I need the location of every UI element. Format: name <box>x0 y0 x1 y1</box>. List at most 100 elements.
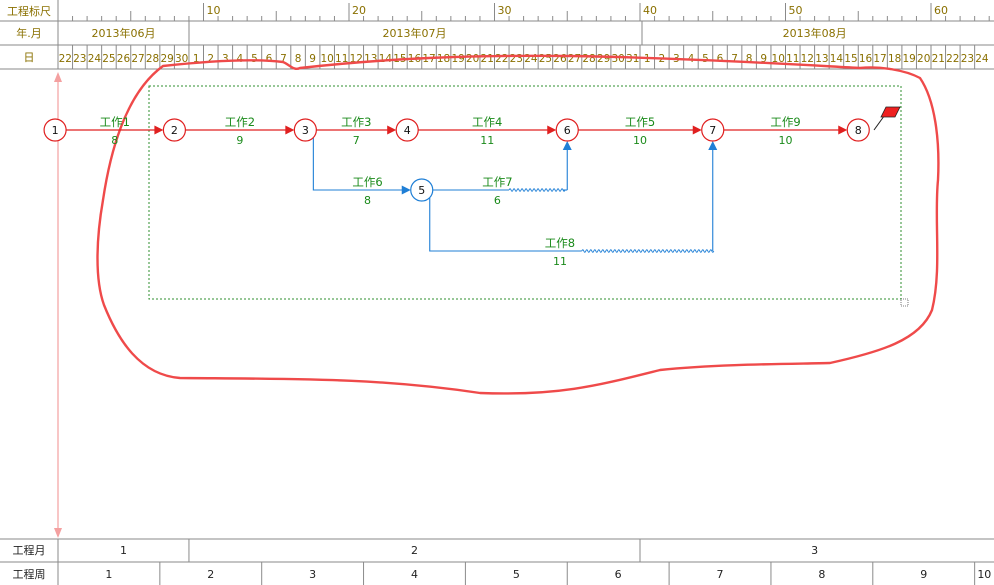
arrow-head <box>692 125 702 135</box>
day-label: 9 <box>309 53 316 65</box>
task-name: 工作9 <box>770 115 800 129</box>
event-node-number: 2 <box>171 124 178 137</box>
footer-week-value: 1 <box>105 568 112 581</box>
event-node <box>555 118 579 142</box>
day-label: 27 <box>131 53 144 65</box>
day-label: 20 <box>917 53 930 65</box>
activity-line <box>312 138 403 191</box>
free-float-wave <box>508 188 566 192</box>
event-node-number: 7 <box>709 124 716 137</box>
day-label: 13 <box>364 53 377 65</box>
day-label: 12 <box>801 53 814 65</box>
month-label: 2013年06月 <box>91 26 155 40</box>
free-float-wave <box>581 249 715 253</box>
footer-week-value: 2 <box>207 568 214 581</box>
day-label: 22 <box>946 53 959 65</box>
task-duration: 11 <box>553 255 567 268</box>
arrow-head <box>387 125 397 135</box>
day-label: 22 <box>59 53 72 65</box>
task-duration: 8 <box>364 194 371 207</box>
arrow-head <box>547 125 557 135</box>
annotation-loop <box>96 54 940 395</box>
task-duration: 11 <box>480 134 494 147</box>
arrow-head <box>708 141 718 150</box>
day-label: 日 <box>24 51 35 64</box>
task-duration: 10 <box>633 134 647 147</box>
month-label: 2013年07月 <box>382 26 446 40</box>
footer-week-value: 8 <box>818 568 825 581</box>
day-label: 30 <box>175 53 188 65</box>
ruler-tick-label: 40 <box>643 4 657 17</box>
day-label: 19 <box>902 53 915 65</box>
footer-week-value: 7 <box>717 568 724 581</box>
day-label: 2 <box>207 53 214 65</box>
footer-month-value: 2 <box>411 544 418 557</box>
footer-week-label: 工程周 <box>13 568 46 581</box>
task-name: 工作5 <box>625 115 655 129</box>
day-label: 10 <box>320 53 333 65</box>
day-label: 21 <box>932 53 945 65</box>
day-label: 11 <box>335 53 348 65</box>
event-node-number: 8 <box>855 124 862 137</box>
day-label: 29 <box>160 53 173 65</box>
event-node <box>701 118 725 142</box>
event-node-number: 5 <box>418 184 425 197</box>
ruler-tick-label: 30 <box>498 4 512 17</box>
day-label: 28 <box>582 53 595 65</box>
yearmonth-label: 年.月 <box>16 26 42 40</box>
footer-month-value: 1 <box>120 544 127 557</box>
day-label: 7 <box>280 53 287 65</box>
day-label: 4 <box>237 53 244 65</box>
event-node-number: 6 <box>564 124 571 137</box>
footer-week-value: 5 <box>513 568 520 581</box>
day-label: 31 <box>626 53 639 65</box>
activity-arrows <box>66 125 848 253</box>
day-label: 9 <box>760 53 767 65</box>
task-name: 工作2 <box>225 115 255 129</box>
arrow-head <box>562 141 572 150</box>
footer-week-value: 9 <box>920 568 927 581</box>
day-label: 16 <box>859 53 873 65</box>
task-duration: 8 <box>111 134 118 147</box>
day-label: 25 <box>102 53 115 65</box>
day-label: 14 <box>830 53 844 65</box>
day-label: 20 <box>466 53 479 65</box>
day-label: 18 <box>888 53 901 65</box>
event-node-number: 3 <box>302 124 309 137</box>
day-label: 8 <box>746 53 753 65</box>
day-label: 23 <box>961 53 974 65</box>
footer-week-value: 10 <box>977 568 991 581</box>
task-duration: 7 <box>353 134 360 147</box>
arrow-head <box>154 125 164 135</box>
timeline-arrow <box>54 72 62 538</box>
day-label: 6 <box>717 53 724 65</box>
event-node <box>43 118 67 142</box>
footer-week-value: 3 <box>309 568 316 581</box>
ruler-label: 工程标尺 <box>7 4 51 18</box>
day-label: 30 <box>611 53 624 65</box>
end-flag-icon <box>873 106 901 131</box>
resize-handle[interactable] <box>900 298 909 307</box>
day-label: 21 <box>481 53 494 65</box>
day-label: 15 <box>844 53 857 65</box>
footer-month-value: 3 <box>811 544 818 557</box>
task-name: 工作1 <box>100 115 130 129</box>
arrow-head <box>285 125 295 135</box>
event-node <box>162 118 186 142</box>
event-node <box>395 118 419 142</box>
event-node-number: 4 <box>404 124 411 137</box>
event-node <box>410 178 434 202</box>
day-label: 5 <box>251 53 258 65</box>
activity-line <box>429 198 582 252</box>
day-label: 6 <box>266 53 273 65</box>
arrow-head <box>838 125 848 135</box>
ruler-tick-label: 10 <box>207 4 221 17</box>
selection-frame[interactable] <box>148 85 909 307</box>
task-duration: 10 <box>779 134 793 147</box>
day-label: 3 <box>222 53 229 65</box>
task-name: 工作4 <box>472 115 502 129</box>
